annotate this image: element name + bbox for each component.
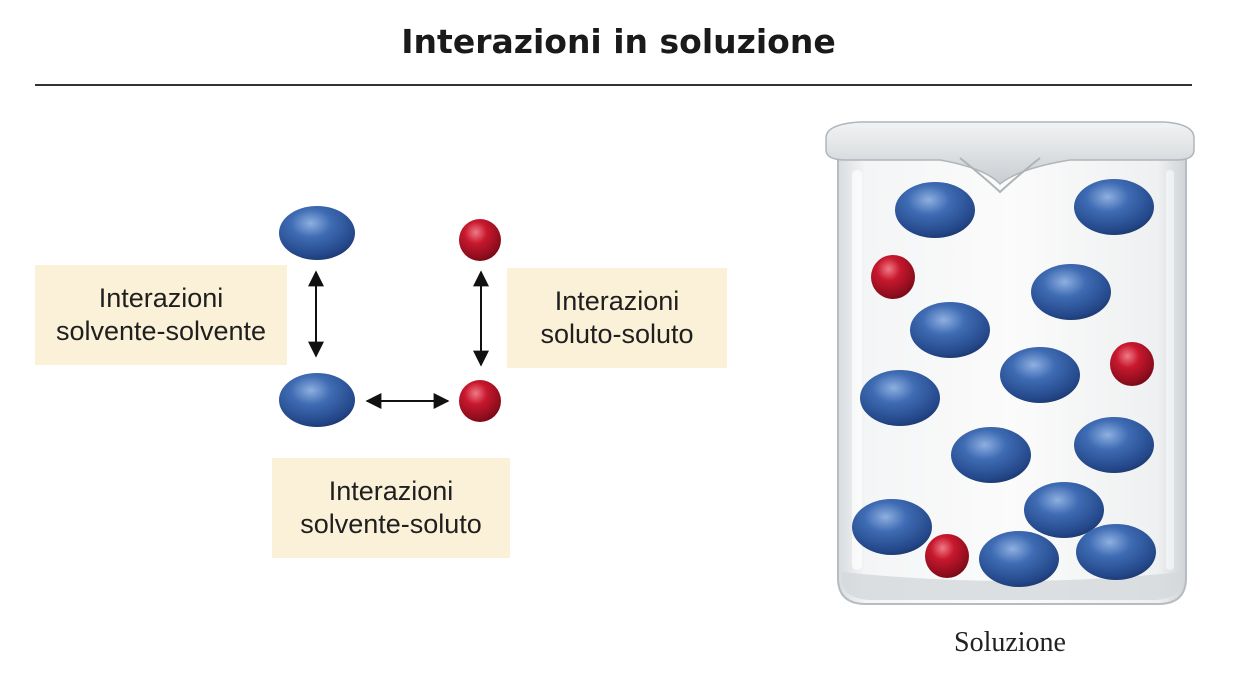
title-divider [35,84,1192,86]
solute-particle [925,534,969,578]
label-line: solvente-soluto [300,509,482,539]
beaker [825,121,1195,605]
label-line: soluto-soluto [540,319,694,349]
label-line: Interazioni [554,286,680,316]
solvent-particle [1074,417,1154,473]
solute-particle [459,380,501,422]
beaker-caption: Soluzione [954,627,1066,658]
solvent-particle [910,302,990,358]
label-solute-solute: Interazioni soluto-soluto [507,268,727,368]
solute-particle [1110,342,1154,386]
beaker-rim [825,121,1195,186]
interaction-diagram [279,206,501,427]
solvent-particle [1074,179,1154,235]
solute-particle [459,219,501,261]
beaker-highlight [1166,170,1174,570]
label-solvent-solvent: Interazioni solvente-solvente [35,265,287,365]
beaker-highlight [852,170,862,570]
solvent-particle [1076,524,1156,580]
solute-particle [871,255,915,299]
solvent-particle [1031,264,1111,320]
solvent-particle [1024,482,1104,538]
solvent-particle [860,370,940,426]
solvent-particle [279,373,355,427]
solvent-particle [852,499,932,555]
solvent-particle [979,531,1059,587]
label-line: Interazioni [328,476,454,506]
solvent-particle [951,427,1031,483]
label-solvent-solute: Interazioni solvente-soluto [272,458,510,558]
beaker-particles [852,179,1156,587]
diagram-title: Interazioni in soluzione [401,22,836,61]
solvent-particle [1000,347,1080,403]
label-line: solvente-solvente [55,316,267,346]
solvent-particle [895,182,975,238]
label-line: Interazioni [98,283,224,313]
solvent-particle [279,206,355,260]
beaker-spout [959,157,1041,194]
